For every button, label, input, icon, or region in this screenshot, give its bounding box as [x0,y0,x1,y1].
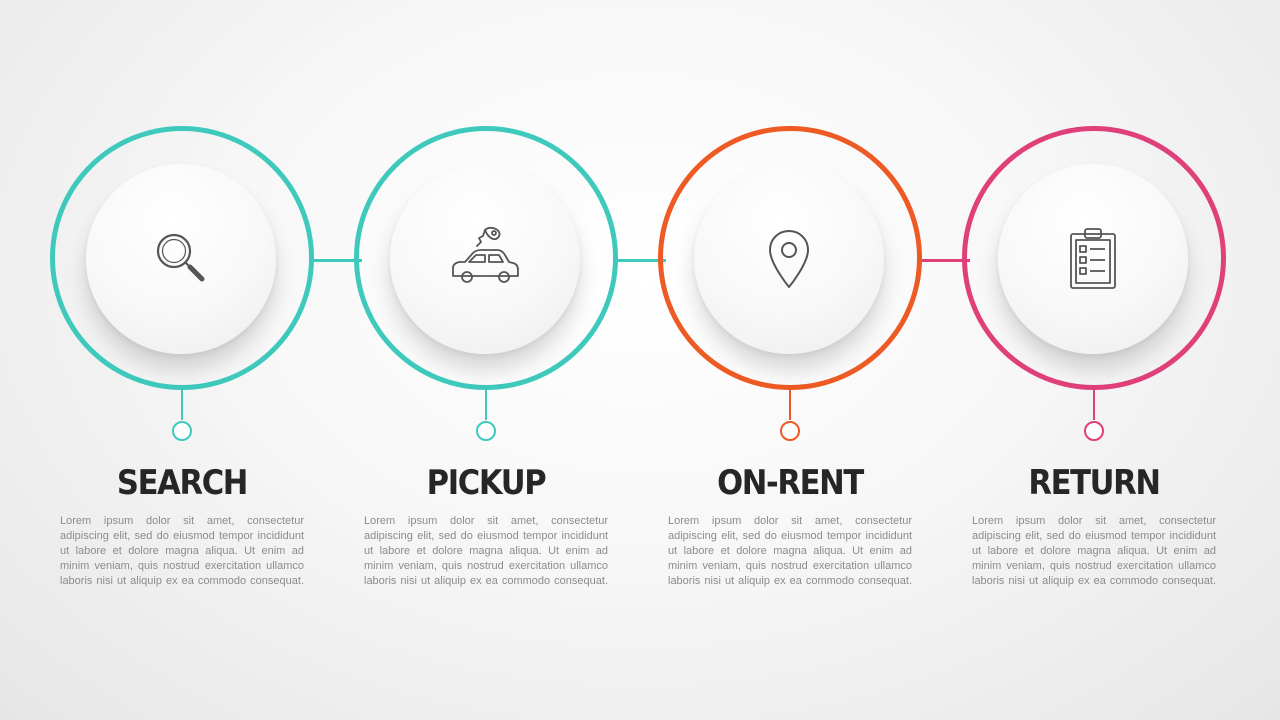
connector-line [310,259,362,262]
step-disc [998,164,1188,354]
step-title: RETURN [1028,463,1161,503]
step-stem [1093,390,1095,420]
step-stem [789,390,791,420]
connector-line [918,259,970,262]
step-dot [476,421,496,441]
clipboard-icon [1070,228,1116,289]
step-ring [354,126,618,390]
step-stem [181,390,183,420]
step-disc [390,164,580,354]
step-title: SEARCH [116,463,249,503]
connector-line [614,259,666,262]
step-title: ON-RENT [717,463,864,503]
step-ring [658,126,922,390]
step-ring [962,126,1226,390]
step-return: RETURN Lorem ipsum dolor sit amet, conse… [962,126,1226,596]
step-description: Lorem ipsum dolor sit amet, consectetur … [60,515,304,587]
car-with-key-icon [452,226,519,283]
step-stem [485,390,487,420]
step-dot [172,421,192,441]
step-pickup: PICKUP Lorem ipsum dolor sit amet, conse… [354,126,618,596]
step-disc [86,164,276,354]
step-description: Lorem ipsum dolor sit amet, consectetur … [364,515,608,587]
step-ring [50,126,314,390]
step-description: Lorem ipsum dolor sit amet, consectetur … [668,515,912,587]
step-on-rent: ON-RENT Lorem ipsum dolor sit amet, cons… [658,126,922,596]
step-dot [780,421,800,441]
search-icon [156,233,205,282]
step-dot [1084,421,1104,441]
step-description: Lorem ipsum dolor sit amet, consectetur … [972,515,1216,587]
step-disc [694,164,884,354]
step-title: PICKUP [426,463,547,503]
location-pin-icon [769,230,809,288]
step-search: SEARCH Lorem ipsum dolor sit amet, conse… [50,126,314,596]
